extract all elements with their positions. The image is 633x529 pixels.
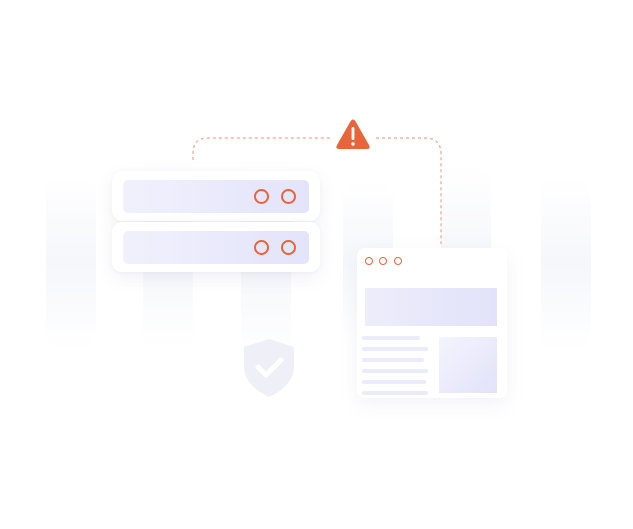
background-column	[541, 178, 591, 350]
background-column	[46, 175, 96, 350]
window-dot-icon	[365, 257, 373, 265]
server-unit	[112, 171, 320, 221]
text-line-placeholder	[362, 347, 428, 351]
text-line-placeholder	[362, 369, 428, 373]
server-panel	[123, 231, 309, 264]
text-line-placeholder	[362, 380, 426, 384]
status-ring-icon	[281, 189, 296, 204]
image-placeholder	[439, 337, 497, 393]
window-dot-icon	[379, 257, 387, 265]
connector-left	[192, 137, 330, 160]
server-panel	[123, 180, 309, 213]
window-dot-icon	[394, 257, 402, 265]
status-ring-icon	[254, 240, 269, 255]
connector-right	[376, 137, 442, 244]
hero-banner-placeholder	[365, 288, 497, 326]
text-line-placeholder	[362, 358, 424, 362]
shield-check-icon	[239, 337, 299, 404]
text-line-placeholder	[362, 391, 428, 395]
browser-window	[357, 248, 507, 398]
text-line-placeholder	[362, 336, 420, 340]
warning-triangle-icon	[335, 118, 371, 157]
status-ring-icon	[281, 240, 296, 255]
status-ring-icon	[254, 189, 269, 204]
server-unit	[112, 222, 320, 272]
